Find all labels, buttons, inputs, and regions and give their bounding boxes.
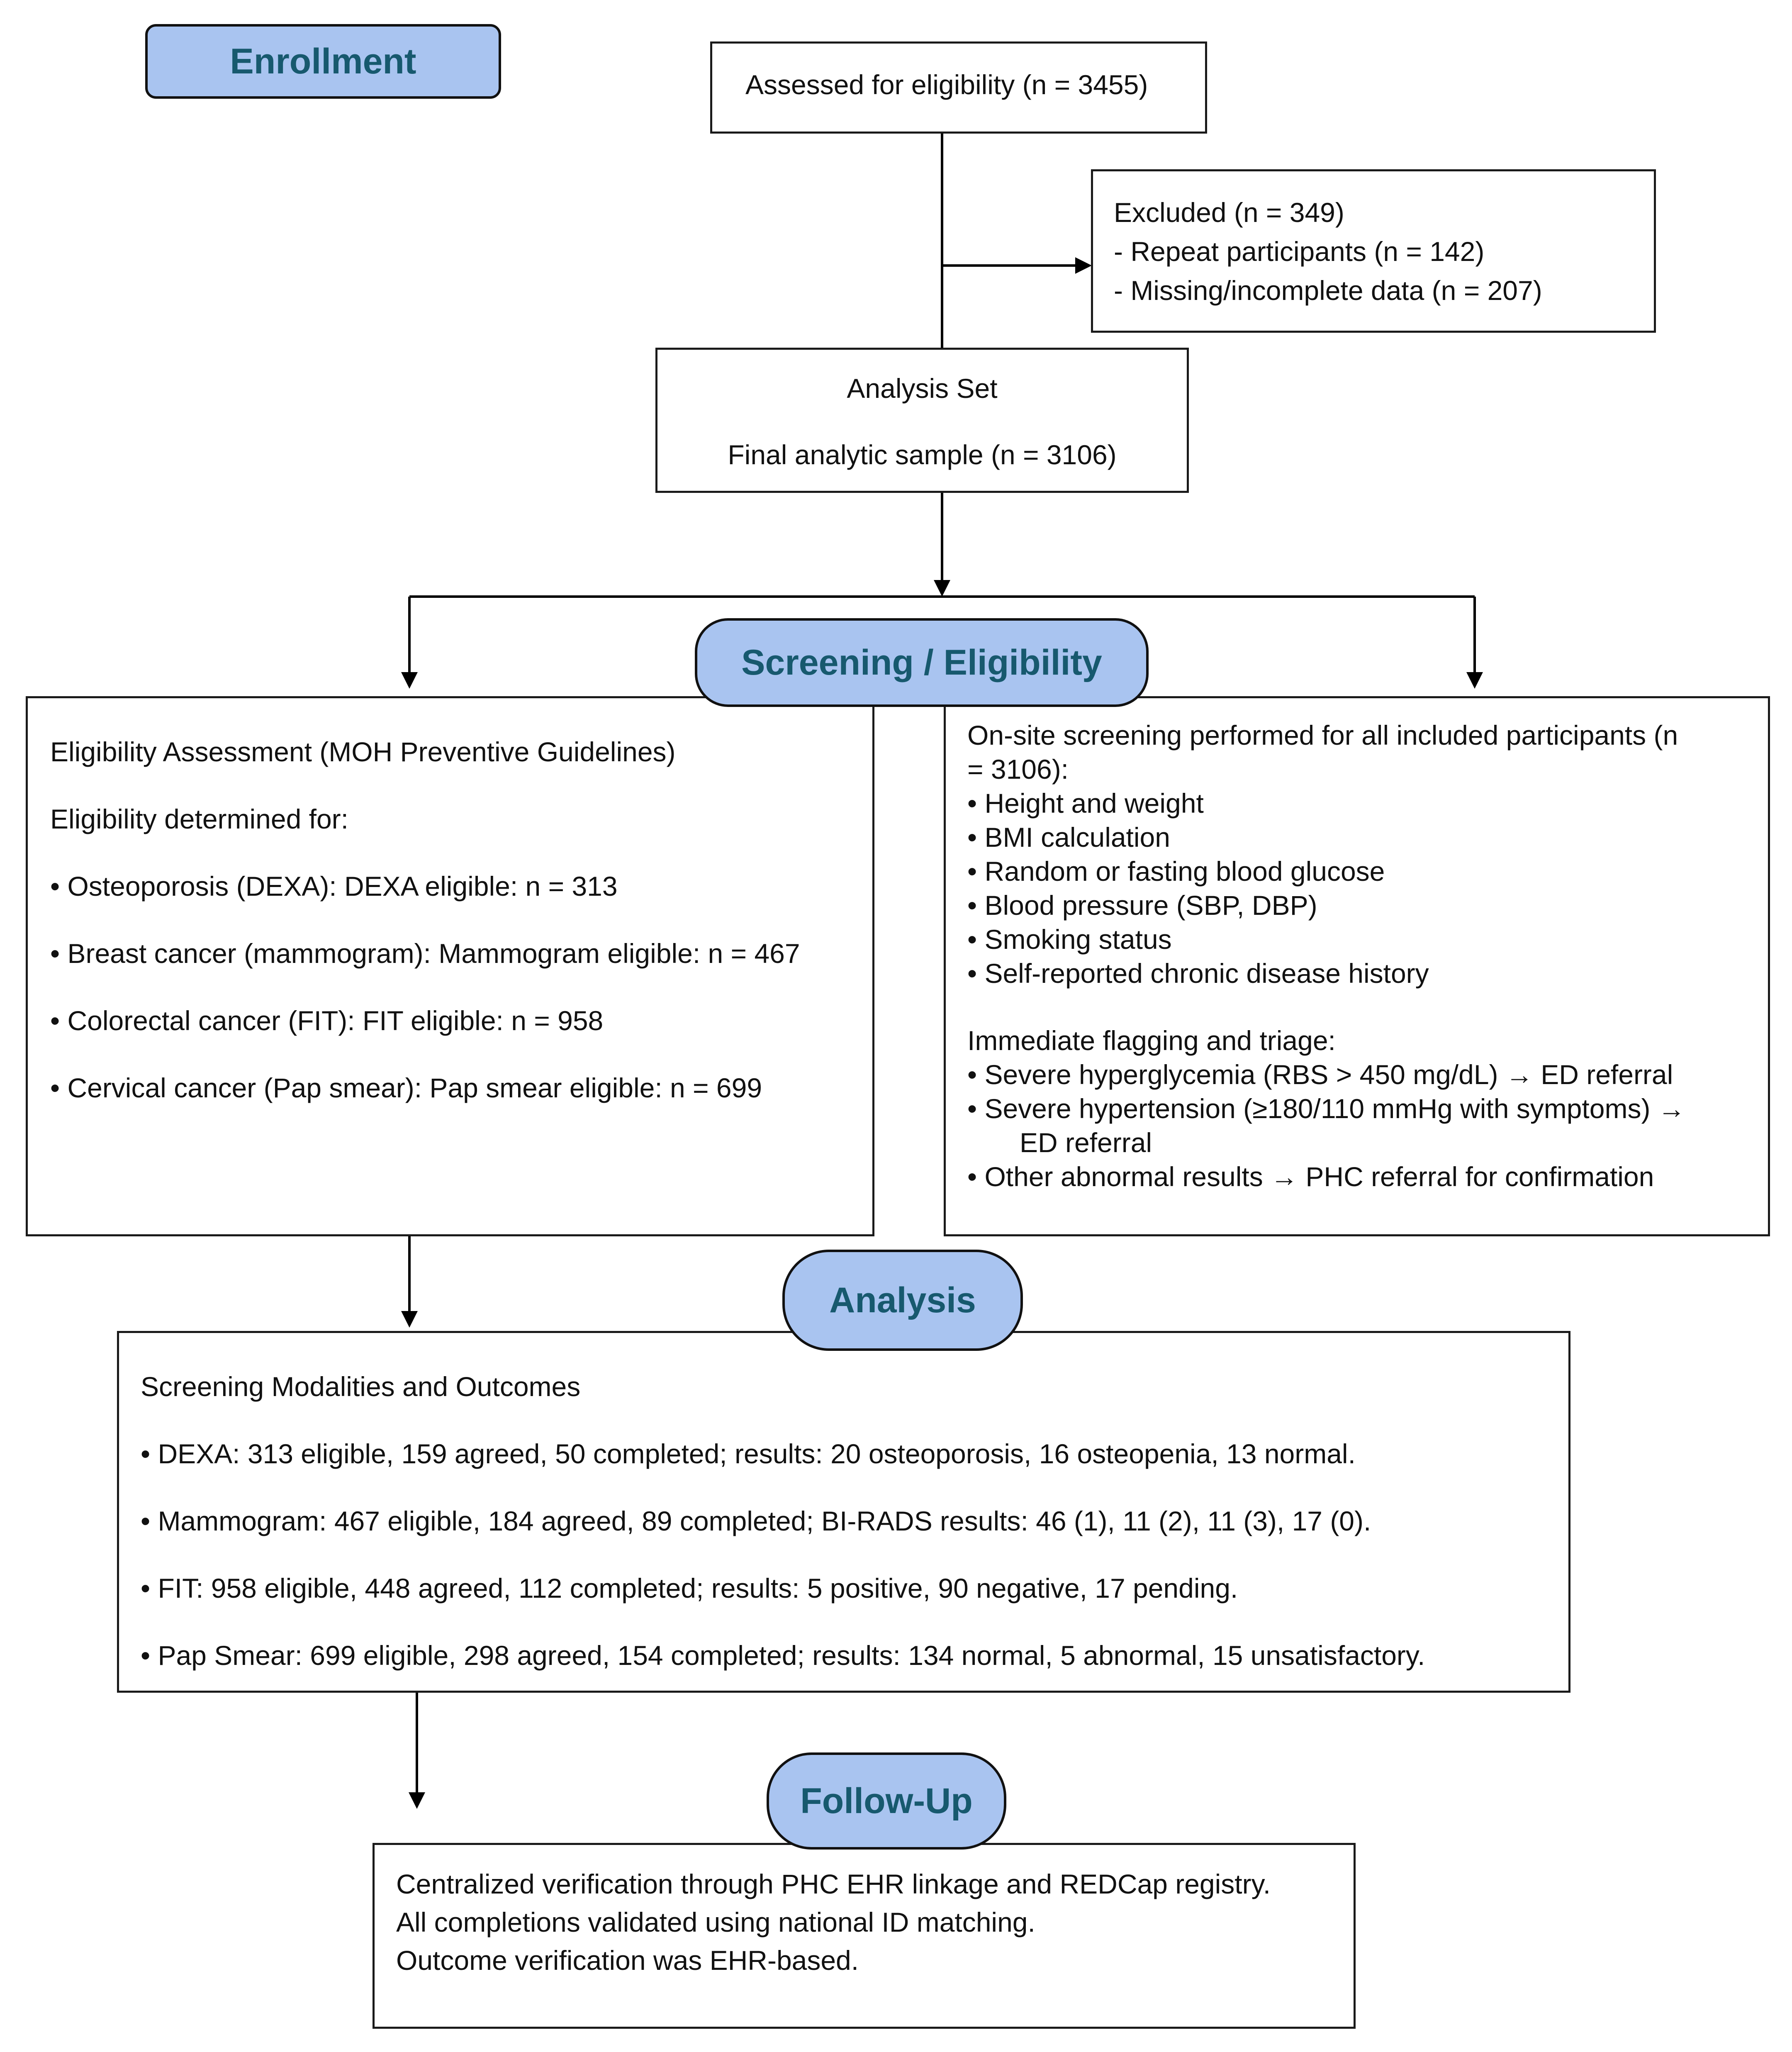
arrowhead-eligibility — [401, 672, 418, 689]
onsite-measure: • Smoking status — [967, 924, 1172, 955]
excluded-item: - Repeat participants (n = 142) — [1114, 236, 1485, 267]
stage-label-analysis: Analysis — [782, 1250, 1023, 1351]
onsite-triage-title: Immediate flagging and triage: — [967, 1025, 1336, 1056]
eligibility-item: • Breast cancer (mammogram): Mammogram e… — [50, 938, 800, 969]
excluded-title: Excluded (n = 349) — [1114, 197, 1344, 228]
modalities-item: • Pap Smear: 699 eligible, 298 agreed, 1… — [141, 1640, 1425, 1671]
onsite-triage-item: • Other abnormal results → PHC referral … — [967, 1161, 1654, 1192]
onsite-measure: • Random or fasting blood glucose — [967, 856, 1385, 887]
modalities-lines: Screening Modalities and Outcomes • DEXA… — [141, 1353, 1425, 1689]
onsite-triage-item: • Severe hypertension (≥180/110 mmHg wit… — [967, 1093, 1685, 1124]
stage-label-enrollment: Enrollment — [145, 24, 501, 99]
followup-line: Outcome verification was EHR-based. — [396, 1945, 859, 1976]
onsite-measure: • Height and weight — [967, 788, 1204, 819]
modalities-title: Screening Modalities and Outcomes — [141, 1371, 581, 1402]
stage-label-screening: Screening / Eligibility — [695, 618, 1149, 707]
eligibility-lines: Eligibility Assessment (MOH Preventive G… — [50, 718, 800, 1121]
eligibility-item: • Osteoporosis (DEXA): DEXA eligible: n … — [50, 871, 618, 902]
arrowhead-onsite — [1466, 672, 1483, 689]
onsite-triage-item-cont: ED referral — [1020, 1127, 1152, 1158]
arrowhead-split — [934, 580, 950, 597]
excluded-item: - Missing/incomplete data (n = 207) — [1114, 275, 1542, 306]
onsite-measure: • Blood pressure (SBP, DBP) — [967, 890, 1317, 921]
stage-label-enrollment-text: Enrollment — [230, 41, 416, 81]
stage-label-follow-up-text: Follow-Up — [800, 1781, 973, 1821]
arrowhead-modalities — [401, 1311, 418, 1328]
assessed-box: Assessed for eligibility (n = 3455) — [710, 41, 1207, 134]
modalities-item: • FIT: 958 eligible, 448 agreed, 112 com… — [141, 1573, 1238, 1604]
modalities-box: Screening Modalities and Outcomes • DEXA… — [117, 1331, 1570, 1693]
onsite-triage-item: • Severe hyperglycemia (RBS > 450 mg/dL)… — [967, 1059, 1673, 1090]
analysis-set-sample: Final analytic sample (n = 3106) — [728, 439, 1117, 470]
arrowhead-followup — [409, 1792, 425, 1809]
followup-lines: Centralized verification through PHC EHR… — [396, 1865, 1271, 1979]
eligibility-box: Eligibility Assessment (MOH Preventive G… — [26, 696, 874, 1236]
assessed-text: Assessed for eligibility (n = 3455) — [745, 69, 1148, 100]
onsite-intro: On-site screening performed for all incl… — [967, 720, 1678, 751]
onsite-measure: • BMI calculation — [967, 822, 1170, 853]
stage-label-analysis-text: Analysis — [829, 1280, 976, 1320]
followup-line: All completions validated using national… — [396, 1907, 1035, 1937]
eligibility-item: • Colorectal cancer (FIT): FIT eligible:… — [50, 1005, 604, 1036]
arrowhead-excluded — [1075, 257, 1092, 274]
eligibility-title: Eligibility Assessment (MOH Preventive G… — [50, 736, 676, 767]
onsite-screening-box: On-site screening performed for all incl… — [944, 696, 1770, 1236]
modalities-item: • Mammogram: 467 eligible, 184 agreed, 8… — [141, 1506, 1371, 1536]
modalities-item: • DEXA: 313 eligible, 159 agreed, 50 com… — [141, 1438, 1356, 1469]
analysis-set-title: Analysis Set — [847, 373, 998, 404]
analysis-set-box: Analysis Set Final analytic sample (n = … — [655, 348, 1189, 493]
stage-label-follow-up: Follow-Up — [767, 1752, 1006, 1850]
eligibility-item: • Cervical cancer (Pap smear): Pap smear… — [50, 1072, 762, 1103]
excluded-box: Excluded (n = 349) - Repeat participants… — [1091, 169, 1656, 333]
stage-label-screening-text: Screening / Eligibility — [741, 642, 1102, 682]
eligibility-subtitle: Eligibility determined for: — [50, 804, 348, 834]
onsite-measure: • Self-reported chronic disease history — [967, 958, 1429, 989]
excluded-lines: Excluded (n = 349) - Repeat participants… — [1114, 193, 1542, 310]
onsite-lines: On-site screening performed for all incl… — [967, 718, 1685, 1194]
followup-line: Centralized verification through PHC EHR… — [396, 1869, 1271, 1899]
followup-box: Centralized verification through PHC EHR… — [373, 1843, 1356, 2029]
onsite-intro-cont: = 3106): — [967, 754, 1069, 785]
